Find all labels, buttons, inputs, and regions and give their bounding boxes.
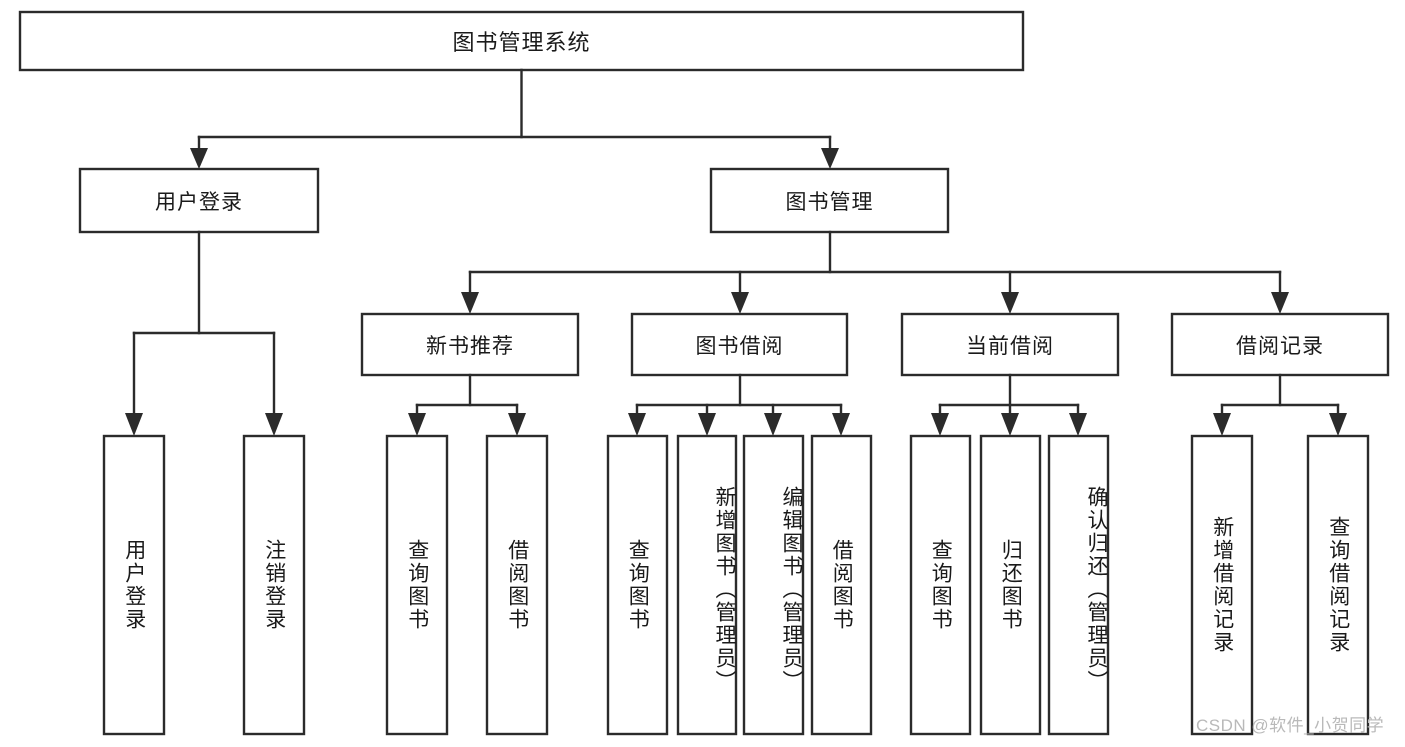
node-book-borrow-box[interactable]	[630, 312, 849, 377]
leaf-user-login-2-box[interactable]	[242, 434, 306, 736]
leaf-borrow-record-2-box[interactable]	[1306, 434, 1370, 736]
arrow-new-book-rec-leaf-1-icon	[408, 413, 426, 436]
arrow-new-book-rec-leaf-2-icon	[508, 413, 526, 436]
arrow-level3-3-icon	[1001, 292, 1019, 314]
node-user-login-box[interactable]	[78, 167, 320, 234]
leaf-new-book-rec-2-box[interactable]	[485, 434, 549, 736]
leaf-book-borrow-3-box[interactable]	[742, 434, 805, 736]
arrow-borrow-record-leaf-2-icon	[1329, 413, 1347, 436]
leaf-book-borrow-4-box[interactable]	[810, 434, 873, 736]
arrow-borrow-record-leaf-1-icon	[1213, 413, 1231, 436]
arrow-to-book-manage-icon	[821, 148, 839, 169]
arrow-current-borrow-leaf-1-icon	[931, 413, 949, 436]
arrow-current-borrow-leaf-2-icon	[1001, 413, 1019, 436]
leaf-new-book-rec-1-box[interactable]	[385, 434, 449, 736]
arrow-book-borrow-leaf-2-icon	[698, 413, 716, 436]
leaf-book-borrow-2-box[interactable]	[676, 434, 738, 736]
arrow-to-user-login-icon	[190, 148, 208, 169]
arrow-book-borrow-leaf-3-icon	[764, 413, 782, 436]
arrow-user-login-leaf-1-icon	[125, 413, 143, 436]
leaf-book-borrow-1-box[interactable]	[606, 434, 669, 736]
leaf-current-borrow-3-box[interactable]	[1047, 434, 1110, 736]
arrow-level3-1-icon	[461, 292, 479, 314]
leaf-current-borrow-2-box[interactable]	[979, 434, 1042, 736]
arrow-current-borrow-leaf-3-icon	[1069, 413, 1087, 436]
node-new-book-rec-box[interactable]	[360, 312, 580, 377]
arrow-level3-2-icon	[731, 292, 749, 314]
arrow-book-borrow-leaf-4-icon	[832, 413, 850, 436]
node-root-box[interactable]	[18, 10, 1025, 72]
leaf-current-borrow-1-box[interactable]	[909, 434, 972, 736]
arrow-level3-4-icon	[1271, 292, 1289, 314]
node-current-borrow-box[interactable]	[900, 312, 1120, 377]
leaf-user-login-1-box[interactable]	[102, 434, 166, 736]
arrow-book-borrow-leaf-1-icon	[628, 413, 646, 436]
csdn-watermark: CSDN @软件_小贺同学	[1196, 716, 1385, 735]
leaf-borrow-record-1-box[interactable]	[1190, 434, 1254, 736]
arrow-user-login-leaf-2-icon	[265, 413, 283, 436]
node-borrow-record-box[interactable]	[1170, 312, 1390, 377]
node-book-manage-box[interactable]	[709, 167, 950, 234]
